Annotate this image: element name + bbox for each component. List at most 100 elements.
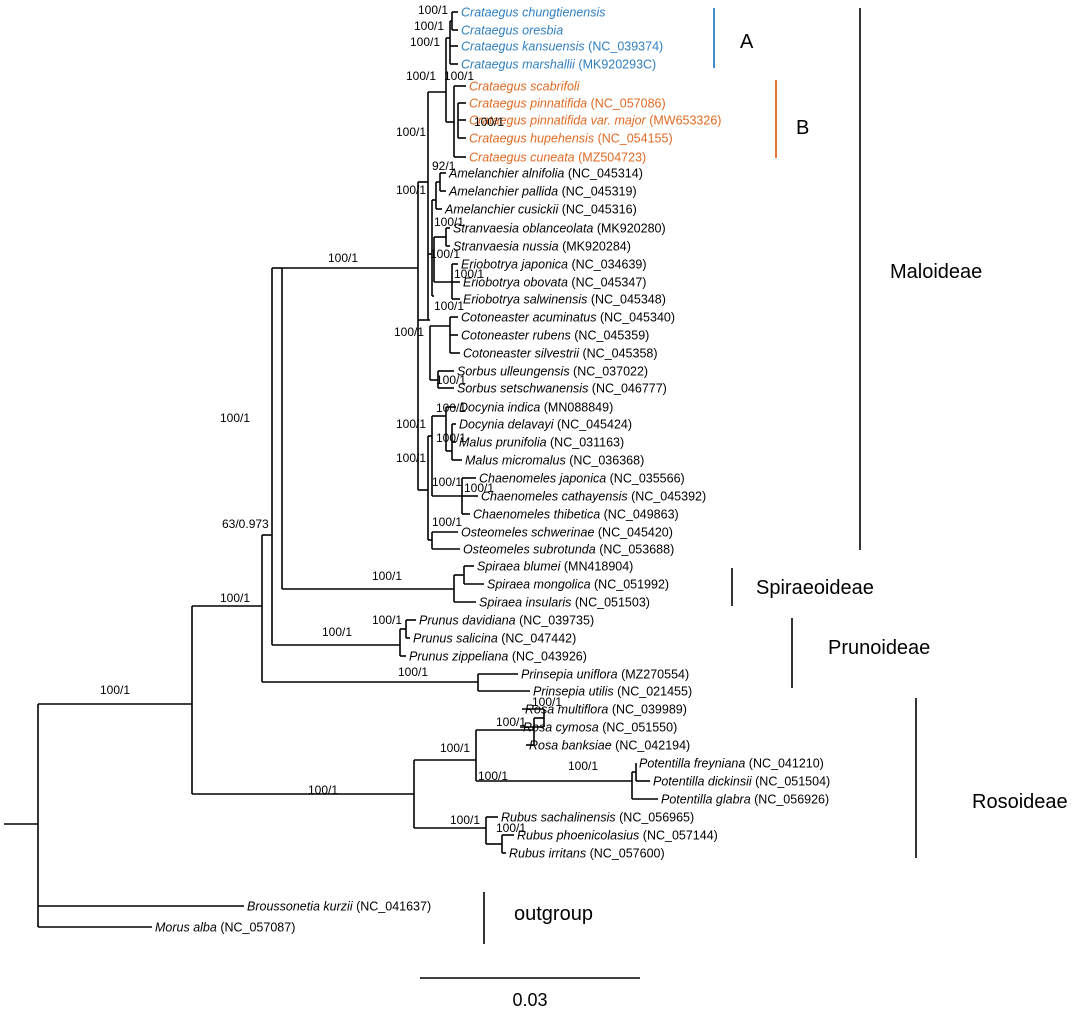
taxon-label-ma: Crataegus marshallii (MK920293C) (461, 58, 656, 72)
support-value: 100/1 (430, 247, 460, 261)
support-value: 100/1 (568, 759, 598, 773)
taxon-label-su: Sorbus ulleungensis (NC_037022) (457, 365, 648, 379)
taxon-label-cj: Chaenomeles japonica (NC_035566) (479, 472, 685, 486)
taxon-label-ch: Crataegus chungtienensis (461, 6, 606, 20)
support-value: 100/1 (396, 417, 426, 431)
taxon-label-ka: Crataegus kansuensis (NC_039374) (461, 40, 663, 54)
taxon-label-pf: Potentilla freyniana (NC_041210) (639, 757, 824, 771)
taxon-label-bk: Broussonetia kurzii (NC_041637) (247, 900, 431, 914)
support-value: 100/1 (100, 683, 130, 697)
clade-brackets: MaloideaeSpiraeoideaePrunoideaeRosoideae… (483, 8, 1068, 944)
tree-branches (4, 11, 658, 928)
support-value: 100/1 (220, 411, 250, 425)
taxon-label-cr: Cotoneaster rubens (NC_045359) (461, 329, 649, 343)
rosoideae-label: Rosoideae (972, 791, 1068, 813)
support-value: 100/1 (410, 35, 440, 49)
taxon-label-sc: Crataegus scabrifoli (469, 80, 581, 94)
taxon-label-or: Crataegus oresbia (461, 24, 563, 38)
support-value: 100/1 (396, 125, 426, 139)
taxon-label-rt: Prinsepia utilis (NC_021455) (533, 685, 692, 699)
taxon-label-cs: Cotoneaster silvestrii (NC_045358) (463, 347, 658, 361)
prunoideae-label: Prunoideae (828, 637, 930, 659)
taxon-label-pg: Potentilla glabra (NC_056926) (661, 793, 829, 807)
taxon-label-eo: Eriobotrya obovata (NC_045347) (463, 276, 646, 290)
taxon-label-es: Eriobotrya salwinensis (NC_045348) (463, 293, 666, 307)
subclade-B-label: B (796, 117, 809, 139)
support-value: 100/1 (434, 215, 464, 229)
taxon-label-os: Osteomeles schwerinae (NC_045420) (461, 526, 673, 540)
support-value: 100/1 (220, 591, 250, 605)
taxon-label-pk: Potentilla dickinsii (NC_051504) (653, 775, 830, 789)
taxon-label-di: Docynia indica (MN088849) (459, 401, 613, 415)
subclade-A-label: A (740, 31, 754, 53)
support-value: 100/1 (474, 115, 504, 129)
support-value: 100/1 (322, 625, 352, 639)
taxon-label-ac: Amelanchier cusickii (NC_045316) (444, 203, 637, 217)
outgroup-label: outgroup (514, 903, 593, 925)
taxon-label-pd: Prunus davidiana (NC_039735) (419, 614, 594, 628)
support-value: 100/1 (432, 515, 462, 529)
taxon-label-ct: Chaenomeles thibetica (NC_049863) (473, 508, 679, 522)
support-value: 100/1 (464, 481, 494, 495)
support-value: 100/1 (308, 783, 338, 797)
support-value: 100/1 (444, 69, 474, 83)
taxon-label-ru: Prinsepia uniflora (MZ270554) (521, 668, 689, 682)
taxon-label-dd: Docynia delavayi (NC_045424) (459, 418, 632, 432)
taxon-label-bi: Rubus irritans (NC_057600) (509, 847, 665, 861)
taxon-label-rc: Rosa cymosa (NC_051550) (523, 721, 677, 735)
taxon-label-ps: Prunus salicina (NC_047442) (413, 632, 576, 646)
support-value: 100/1 (454, 267, 484, 281)
scale-bar: 0.03 (420, 977, 640, 1010)
taxon-label-rm: Rosa multiflora (NC_039989) (525, 703, 687, 717)
support-value: 100/1 (432, 475, 462, 489)
taxon-label-rb: Rosa banksiae (NC_042194) (529, 739, 690, 753)
taxon-label-mo: Morus alba (NC_057087) (155, 921, 295, 935)
taxon-label-ss: Sorbus setschwanensis (NC_046777) (457, 382, 667, 396)
taxon-label-cu: Crataegus cuneata (MZ504723) (469, 151, 646, 165)
taxon-label-so: Stranvaesia oblanceolata (MK920280) (453, 222, 666, 236)
support-value-root-node: 63/0.973 (222, 517, 269, 531)
support-value: 100/1 (372, 569, 402, 583)
scale-bar-label: 0.03 (512, 990, 547, 1010)
taxon-label-sn: Stranvaesia nussia (MK920284) (453, 240, 631, 254)
taxon-label-mp: Malus prunifolia (NC_031163) (459, 436, 624, 450)
support-value: 100/1 (450, 813, 480, 827)
taxon-label-sm: Spiraea mongolica (NC_051992) (487, 578, 669, 592)
support-value: 100/1 (398, 665, 428, 679)
support-value: 100/1 (396, 451, 426, 465)
taxon-label-pi: Crataegus pinnatifida (NC_057086) (469, 97, 666, 111)
taxon-label-pm: Crataegus pinnatifida var. major (MW6533… (469, 114, 721, 128)
support-value: 100/1 (396, 183, 426, 197)
taxon-label-pz: Prunus zippeliana (NC_043926) (409, 650, 587, 664)
support-value: 100/1 (394, 325, 424, 339)
support-value: 100/1 (436, 431, 466, 445)
support-value: 100/1 (328, 251, 358, 265)
taxon-label-ca: Cotoneaster acuminatus (NC_045340) (461, 311, 675, 325)
taxon-label-aa: Amelanchier alnifolia (NC_045314) (448, 167, 643, 181)
support-value: 100/1 (496, 715, 526, 729)
support-value: 100/1 (478, 769, 508, 783)
support-value: 100/1 (414, 19, 444, 33)
taxon-label-ej: Eriobotrya japonica (NC_034639) (461, 258, 647, 272)
taxon-label-ou: Osteomeles subrotunda (NC_053688) (463, 543, 674, 557)
taxon-label-cc: Chaenomeles cathayensis (NC_045392) (481, 490, 706, 504)
taxon-label-hu: Crataegus hupehensis (NC_054155) (469, 132, 673, 146)
support-value: 100/1 (440, 741, 470, 755)
support-value: 100/1 (372, 613, 402, 627)
taxon-label-bp: Rubus phoenicolasius (NC_057144) (517, 829, 718, 843)
taxon-label-si: Spiraea insularis (NC_051503) (479, 596, 650, 610)
support-value: 100/1 (532, 695, 562, 709)
maloideae-label: Maloideae (890, 261, 982, 283)
support-value: 100/1 (434, 299, 464, 313)
taxon-label-sb: Spiraea blumei (MN418904) (477, 560, 633, 574)
spiraeoideae-label: Spiraeoideae (756, 577, 874, 599)
support-value: 100/1 (496, 821, 526, 835)
support-value: 100/1 (436, 373, 466, 387)
taxon-label-ap: Amelanchier pallida (NC_045319) (448, 185, 637, 199)
taxon-label-bs: Rubus sachalinensis (NC_056965) (501, 811, 694, 825)
support-value: 100/1 (406, 69, 436, 83)
support-value: 92/1 (432, 159, 456, 173)
